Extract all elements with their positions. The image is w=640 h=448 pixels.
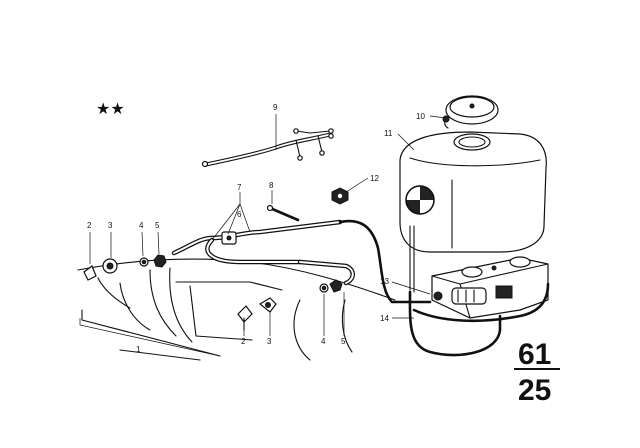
stars-marker: ★★ [96, 99, 125, 118]
callout-4-right: 4 [321, 337, 326, 346]
callout-14: 14 [380, 314, 389, 323]
callout-7: 7 [237, 183, 242, 192]
body-panel-outline [77, 258, 396, 361]
left-nozzle-parts [83, 254, 167, 281]
part-10-cap [442, 95, 499, 129]
hose-lines [171, 219, 432, 304]
wiring-harness [201, 128, 334, 168]
right-nozzle-parts [237, 279, 343, 331]
callout-5-left: 5 [155, 221, 160, 230]
callout-1: 1 [136, 345, 141, 354]
part-6-bracket [221, 231, 237, 245]
callout-2-left: 2 [87, 221, 92, 230]
page-number-top: 61 [518, 338, 551, 371]
part-11-reservoir [399, 131, 547, 293]
leader-lines [79, 114, 447, 357]
callout-4-left: 4 [139, 221, 144, 230]
callout-6: 6 [237, 210, 242, 219]
callout-9: 9 [273, 103, 278, 112]
callout-8: 8 [269, 181, 274, 190]
callout-13: 13 [380, 277, 389, 286]
part-8-rod [266, 204, 300, 222]
part-12-nut [331, 187, 349, 205]
callout-2-right: 2 [241, 337, 246, 346]
callout-3-right: 3 [267, 337, 272, 346]
part-13-pump [431, 256, 549, 319]
callout-10: 10 [416, 112, 425, 121]
part-14-hose [408, 282, 550, 357]
callout-12: 12 [370, 174, 379, 183]
callout-3-left: 3 [108, 221, 113, 230]
callout-11: 11 [384, 129, 393, 138]
callout-5-right: 5 [341, 337, 346, 346]
page-number: 61 25 [514, 338, 560, 407]
page-number-bottom: 25 [518, 374, 551, 407]
